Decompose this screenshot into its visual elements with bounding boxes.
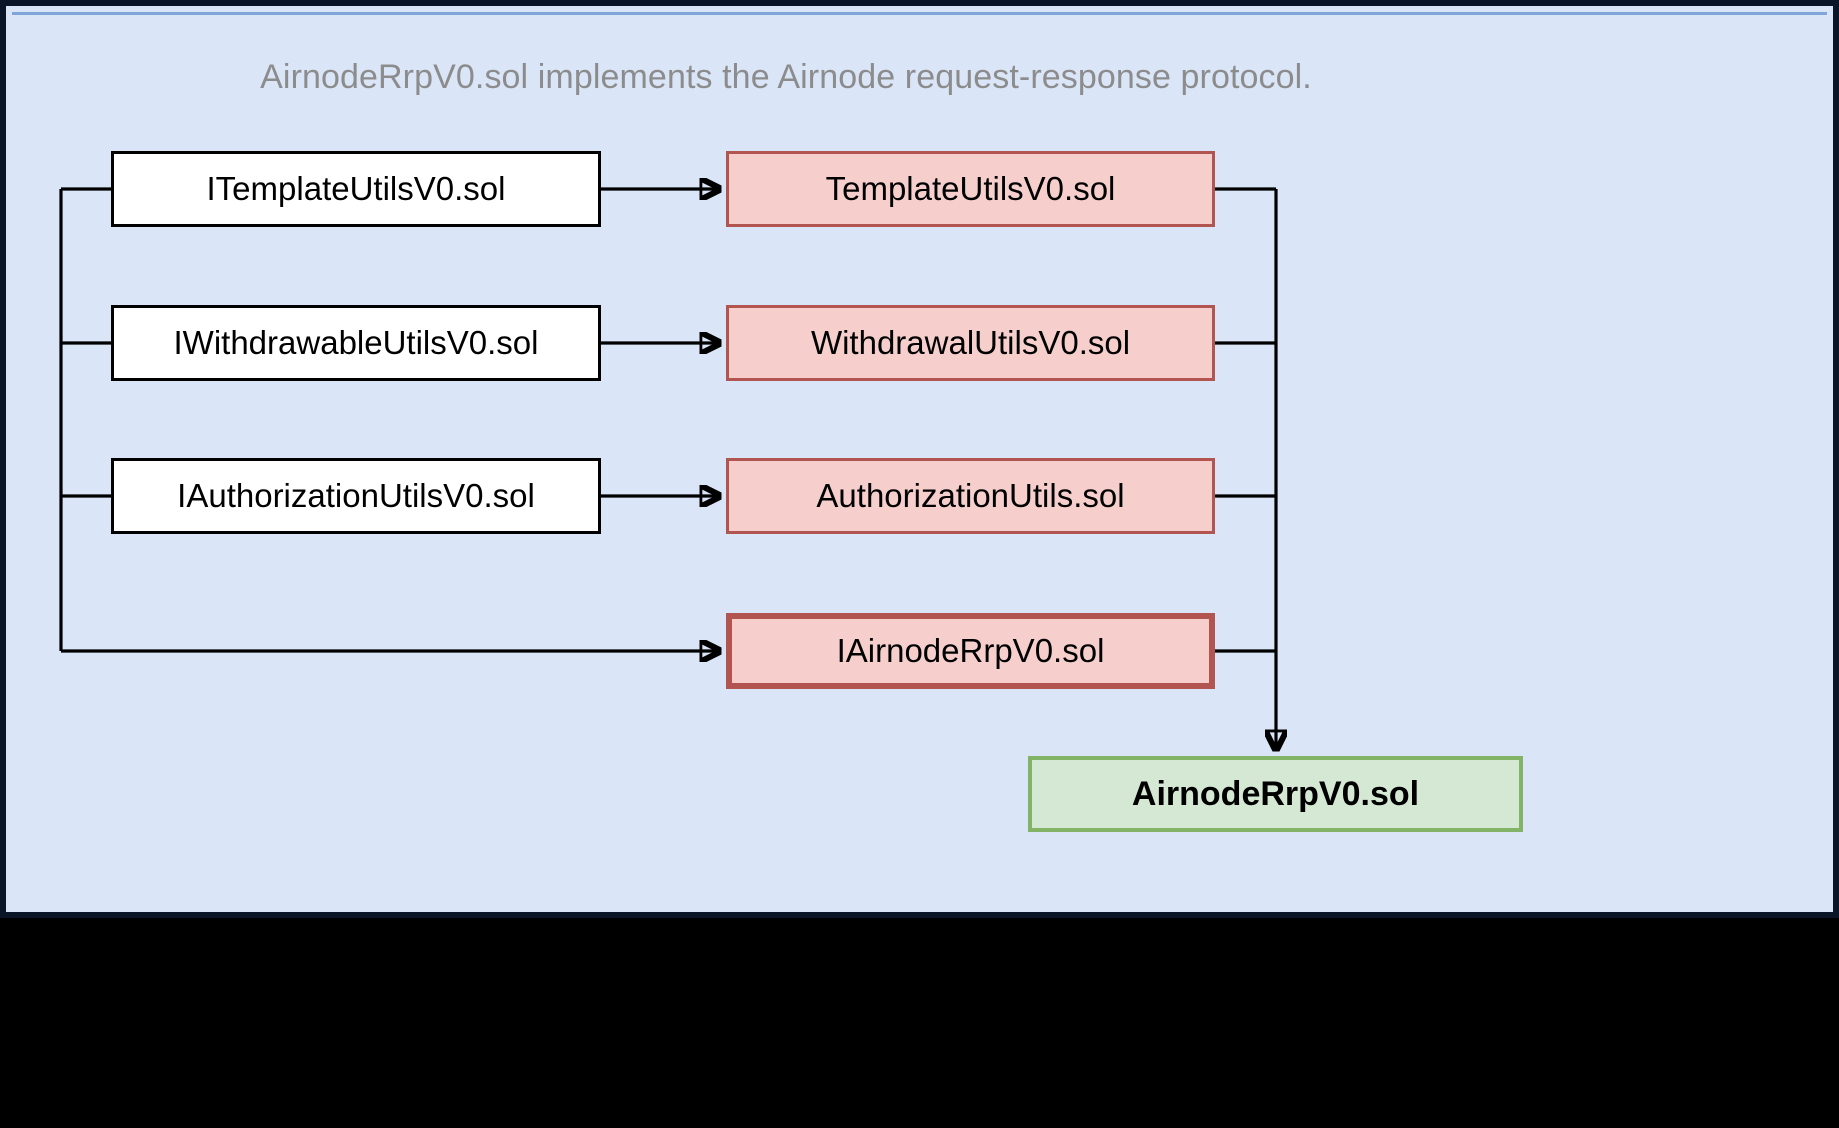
node-label: IAuthorizationUtilsV0.sol: [177, 477, 535, 514]
diagram-frame: AirnodeRrpV0.sol implements the Airnode …: [0, 0, 1839, 918]
node-withdrawalutilsv0[interactable]: WithdrawalUtilsV0.sol: [726, 305, 1215, 381]
node-iauthorizationutilsv0[interactable]: IAuthorizationUtilsV0.sol: [111, 458, 601, 534]
connector-layer: [59, 6, 1839, 924]
node-label: IAirnodeRrpV0.sol: [836, 632, 1105, 669]
node-authorizationutils[interactable]: AuthorizationUtils.sol: [726, 458, 1215, 534]
node-label: WithdrawalUtilsV0.sol: [810, 324, 1131, 361]
node-iairnoderrpv0[interactable]: IAirnodeRrpV0.sol: [726, 613, 1215, 689]
node-label: AirnodeRrpV0.sol: [1131, 774, 1420, 813]
node-label: AuthorizationUtils.sol: [816, 477, 1125, 514]
right-bus: [1215, 187, 1276, 748]
node-label: IWithdrawableUtilsV0.sol: [173, 324, 539, 361]
node-iwithdrawableutilsv0[interactable]: IWithdrawableUtilsV0.sol: [111, 305, 601, 381]
node-itemplateutilsv0[interactable]: ITemplateUtilsV0.sol: [111, 151, 601, 227]
left-bus: [59, 187, 111, 651]
node-label: ITemplateUtilsV0.sol: [206, 170, 506, 207]
node-templateutilsv0[interactable]: TemplateUtilsV0.sol: [726, 151, 1215, 227]
node-airnoderrpv0[interactable]: AirnodeRrpV0.sol: [1028, 756, 1523, 832]
diagram-title: AirnodeRrpV0.sol implements the Airnode …: [260, 58, 1312, 96]
node-label: TemplateUtilsV0.sol: [825, 170, 1116, 207]
